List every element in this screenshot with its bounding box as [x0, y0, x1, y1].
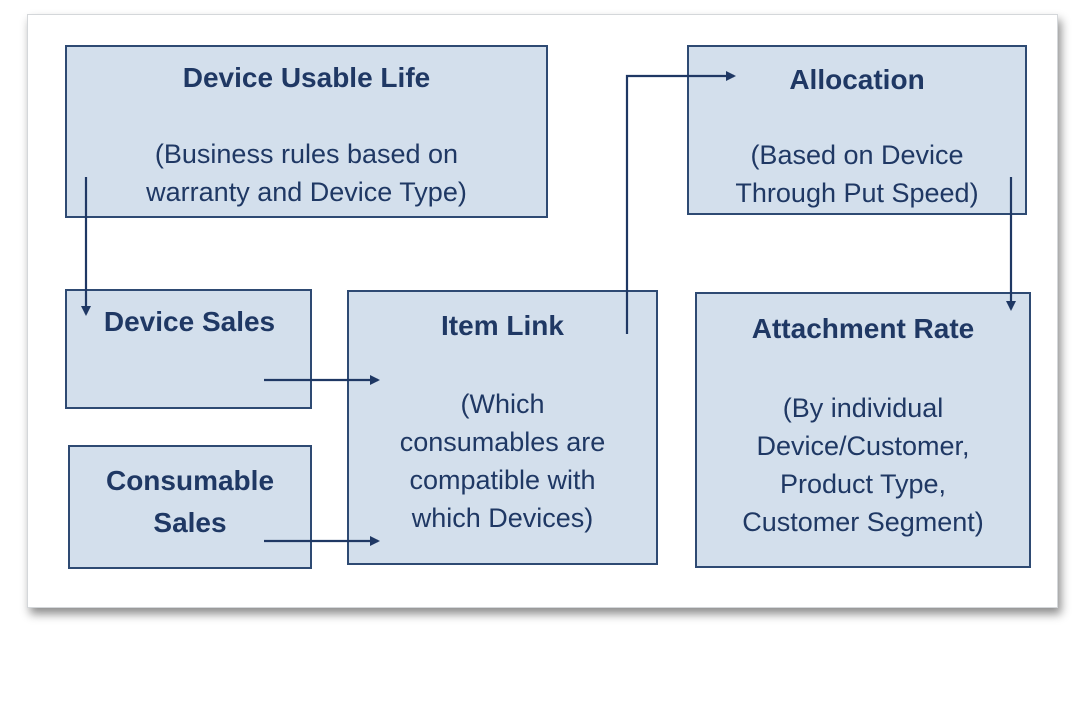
allocation-description: (Based on Device Through Put Speed): [689, 136, 1025, 212]
item-link-box: Item Link (Which consumables are compati…: [347, 290, 658, 565]
allocation-title: Allocation: [789, 64, 925, 95]
item-link-title: Item Link: [441, 310, 564, 341]
device-usable-life-line: warranty and Device Type): [146, 177, 467, 207]
item-link-line: compatible with: [409, 465, 596, 495]
attachment-rate-line: Device/Customer,: [756, 431, 970, 461]
allocation-line: (Based on Device: [750, 140, 964, 170]
attachment-rate-line: (By individual: [782, 393, 944, 423]
attachment-rate-line: Product Type,: [779, 469, 947, 499]
consumable-sales-box: Consumable Sales: [68, 445, 312, 569]
item-link-line: which Devices): [411, 503, 594, 533]
device-usable-life-box: Device Usable Life (Business rules based…: [65, 45, 548, 218]
allocation-line: Through Put Speed): [735, 178, 979, 208]
device-usable-life-line: (Business rules based on: [154, 139, 459, 169]
attachment-rate-box: Attachment Rate (By individual Device/Cu…: [695, 292, 1031, 568]
attachment-rate-title: Attachment Rate: [751, 313, 975, 344]
device-usable-life-title: Device Usable Life: [182, 62, 431, 93]
item-link-line: (Which: [460, 389, 545, 419]
device-usable-life-description: (Business rules based on warranty and De…: [67, 135, 546, 211]
consumable-sales-title: Consumable Sales: [70, 460, 310, 544]
consumable-sales-title-line: Sales: [153, 507, 227, 538]
attachment-rate-line: Customer Segment): [742, 507, 984, 537]
allocation-box: Allocation (Based on Device Through Put …: [687, 45, 1027, 215]
consumable-sales-title-line: Consumable: [105, 465, 275, 496]
device-sales-box: Device Sales: [65, 289, 312, 409]
device-sales-title: Device Sales: [103, 306, 276, 337]
item-link-description: (Which consumables are compatible with w…: [349, 385, 656, 537]
attachment-rate-description: (By individual Device/Customer, Product …: [697, 389, 1029, 541]
item-link-line: consumables are: [399, 427, 606, 457]
arrow-item-link-to-allocation: [625, 71, 736, 334]
